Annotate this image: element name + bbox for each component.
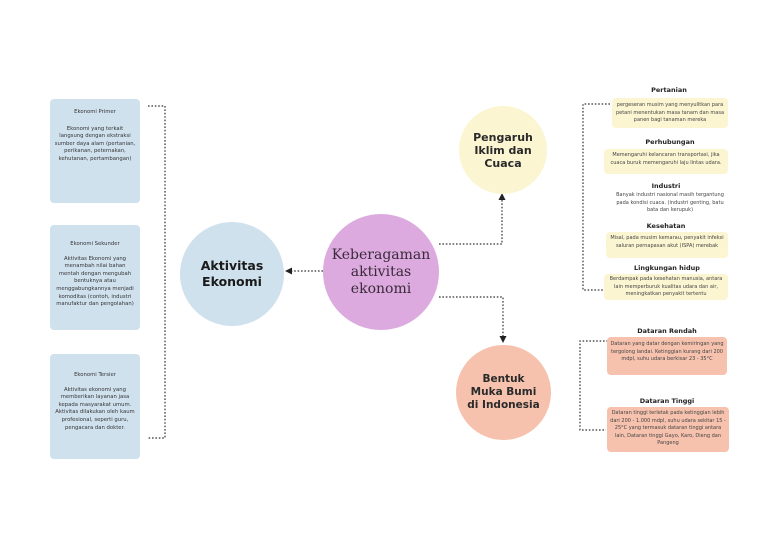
iklim-arrow: [498, 193, 506, 200]
dataran-tinggi-box: Dataran tinggi terletak pada ketinggian …: [607, 407, 729, 452]
dataran-rendah-desc: Dataran yang datar dengan kemiringan yan…: [610, 341, 724, 362]
aktivitas-bracket: [148, 105, 166, 439]
ekonomi-tersier-box: Ekonomi Tersier Aktivitas ekonomi yang m…: [50, 354, 140, 459]
perhubungan-box: Memengaruhi kelancaran transportasi, jik…: [604, 149, 728, 174]
industri-title: Industri: [651, 182, 681, 190]
ekonomi-tersier-desc: Aktivitas ekonomi yang memberikan layana…: [55, 386, 135, 431]
dataran-tinggi-title: Dataran Tinggi: [639, 397, 695, 405]
ekonomi-sekunder-title: Ekonomi Sekunder: [70, 241, 120, 247]
dataran-tinggi-desc: Dataran tinggi terletak pada ketinggian …: [610, 410, 726, 446]
kesehatan-title: Kesehatan: [646, 222, 686, 230]
ekonomi-sekunder-desc: Aktivitas Ekonomi yang menambah nilai ba…: [56, 255, 134, 308]
lingkungan-desc: Berdampak pada kesehatan manusia, antara…: [609, 276, 723, 297]
aktivitas-arrow: [285, 267, 292, 275]
ekonomi-primer-title: Ekonomi Primer: [74, 109, 116, 115]
lingkungan-box: Berdampak pada kesehatan manusia, antara…: [604, 274, 728, 300]
perhubungan-title: Perhubungan: [645, 138, 695, 146]
pertanian-box: pergeseran musim yang menyulitkan para p…: [612, 98, 728, 128]
center-title: Keberagaman aktivitas ekonomi: [331, 246, 431, 297]
ekonomi-primer-box: Ekonomi Primer Ekonomi yang terkait lang…: [50, 99, 140, 203]
iklim-title: Pengaruh Iklim dan Cuaca: [473, 130, 533, 170]
bumi-arrow: [499, 336, 507, 343]
iklim-node: Pengaruh Iklim dan Cuaca: [459, 106, 547, 194]
bumi-node: Bentuk Muka Bumi di Indonesia: [456, 345, 551, 440]
center-node: Keberagaman aktivitas ekonomi: [323, 214, 439, 330]
aktivitas-title: Aktivitas Ekonomi: [200, 258, 264, 289]
kesehatan-desc: Misal, pada musim kemarau, penyakit infe…: [610, 235, 724, 249]
pertanian-desc: pergeseran musim yang menyulitkan para p…: [615, 102, 725, 123]
bumi-title: Bentuk Muka Bumi di Indonesia: [467, 373, 540, 411]
ekonomi-primer-desc: Ekonomi yang terkait langsung dengan eks…: [54, 125, 136, 162]
pertanian-title: Pertanian: [651, 86, 687, 94]
iklim-bracket: [582, 103, 610, 291]
ekonomi-sekunder-box: Ekonomi Sekunder Aktivitas Ekonomi yang …: [50, 225, 140, 330]
dataran-rendah-title: Dataran Rendah: [637, 327, 697, 335]
bumi-connector: [439, 296, 504, 337]
dataran-rendah-box: Dataran yang datar dengan kemiringan yan…: [607, 337, 727, 375]
perhubungan-desc: Memengaruhi kelancaran transportasi, jik…: [610, 152, 722, 166]
kesehatan-box: Misal, pada musim kemarau, penyakit infe…: [606, 232, 728, 258]
bumi-bracket: [579, 340, 608, 431]
ekonomi-tersier-title: Ekonomi Tersier: [74, 372, 116, 378]
lingkungan-title: Lingkungan hidup: [634, 264, 700, 272]
iklim-connector: [439, 200, 503, 245]
industri-desc: Banyak industri nasional masih tergantun…: [616, 192, 724, 213]
aktivitas-node: Aktivitas Ekonomi: [180, 222, 284, 326]
